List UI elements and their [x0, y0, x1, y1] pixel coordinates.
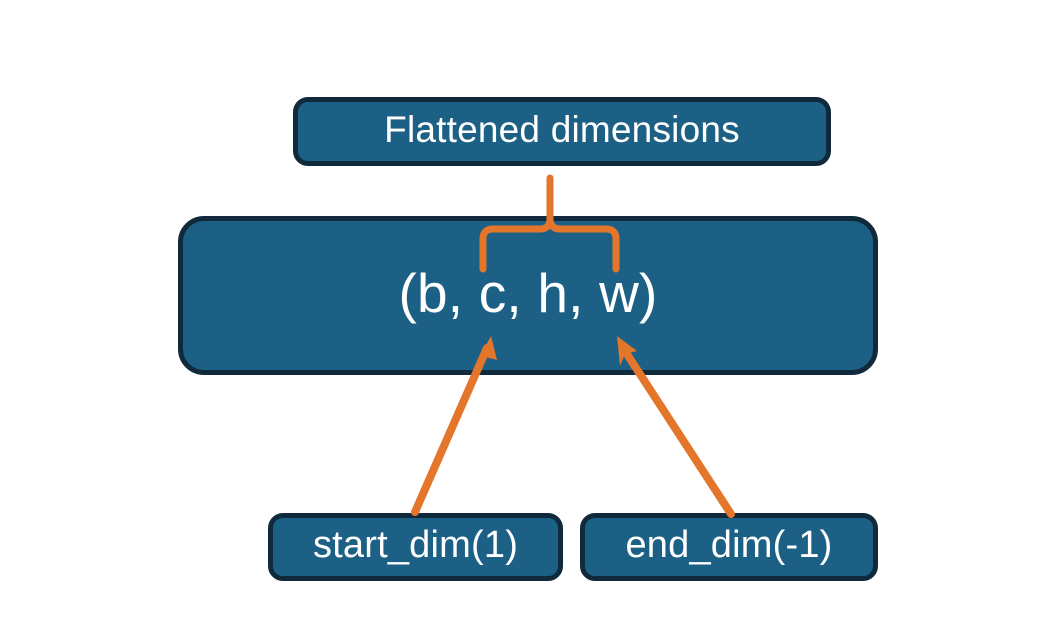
node-tensor-shape[interactable]: (b, c, h, w)	[178, 216, 878, 375]
node-start-dim[interactable]: start_dim(1)	[268, 513, 563, 581]
node-flattened-dimensions[interactable]: Flattened dimensions	[293, 97, 831, 166]
node-tensor-shape-label: (b, c, h, w)	[398, 262, 658, 324]
node-end-dim[interactable]: end_dim(-1)	[580, 513, 878, 581]
node-flattened-dimensions-label: Flattened dimensions	[384, 109, 740, 150]
node-end-dim-label: end_dim(-1)	[625, 524, 833, 566]
node-start-dim-label: start_dim(1)	[312, 524, 519, 566]
